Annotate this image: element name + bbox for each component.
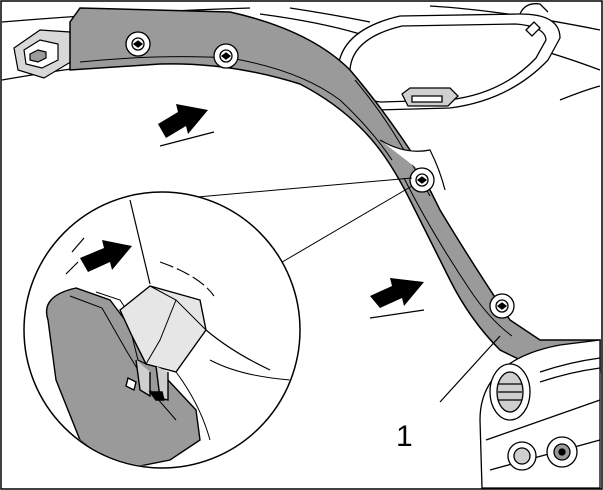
fastener-icon — [213, 43, 239, 69]
detail-view — [23, 191, 301, 469]
dashboard-corner — [479, 339, 601, 489]
fastener-icon — [125, 31, 151, 57]
knob-icon — [507, 441, 537, 471]
knob-icon — [546, 436, 578, 468]
trim-fasteners — [125, 31, 515, 319]
removal-arrow-icon — [369, 278, 425, 319]
air-vent-icon — [489, 363, 531, 421]
callout-number: 1 — [396, 420, 413, 453]
fastener-icon — [489, 293, 515, 319]
clip-icon — [119, 285, 207, 401]
fastener-icon — [409, 167, 435, 193]
removal-arrow-icon — [80, 240, 132, 272]
removal-arrow-icon — [158, 104, 215, 147]
callout-leader-line — [439, 335, 501, 403]
